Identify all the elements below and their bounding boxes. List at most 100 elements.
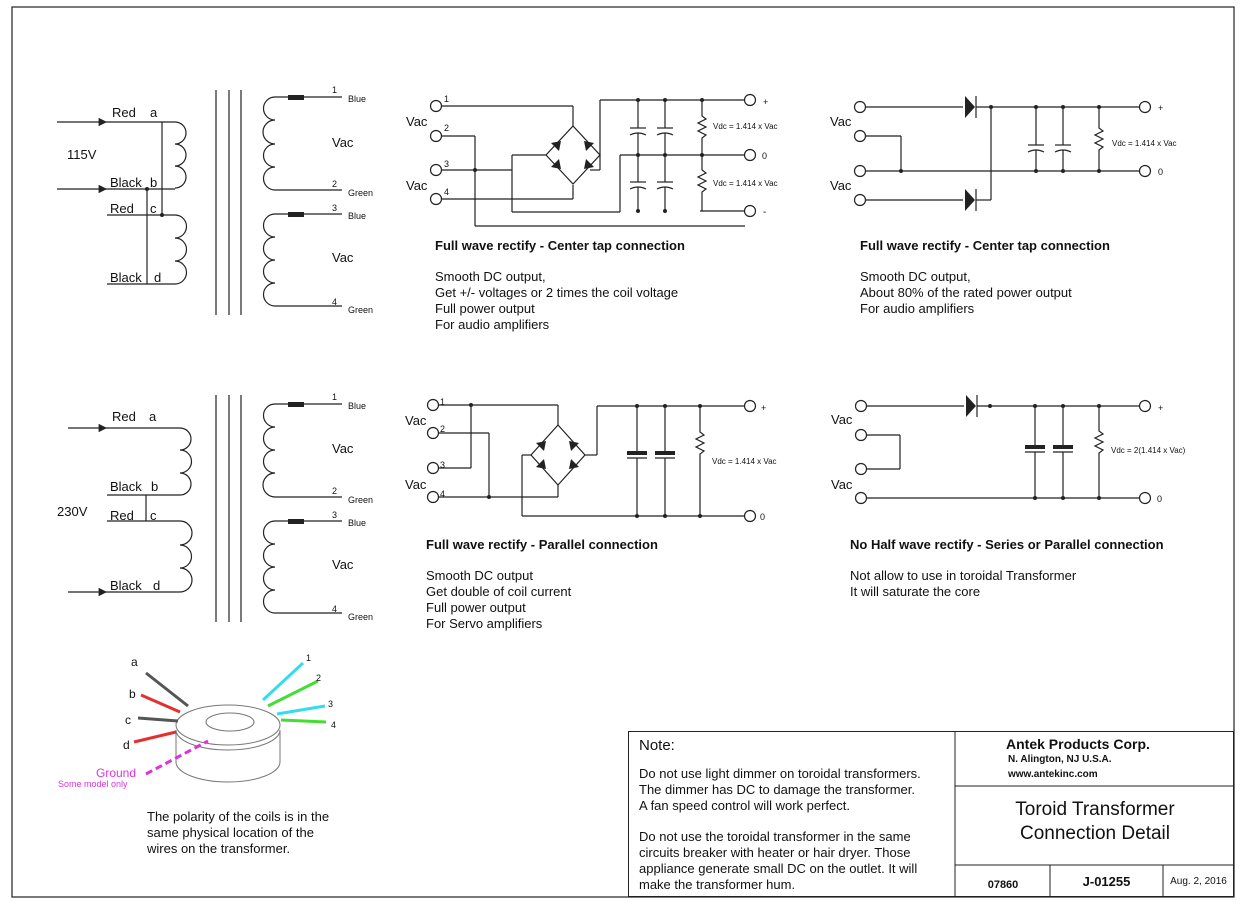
wire-label-1: 1 [306, 653, 311, 663]
company-name: Antek Products Corp. [1006, 736, 1150, 752]
voltage-label: 230V [57, 504, 88, 519]
sec-num-4: 4 [332, 604, 337, 614]
sec-num-2: 2 [332, 486, 337, 496]
caption-line: The polarity of the coils is in the [147, 809, 330, 824]
circuit1-line: Get +/- voltages or 2 times the coil vol… [435, 285, 679, 300]
term-3: 3 [444, 159, 449, 169]
vac-label: Vac [830, 114, 852, 129]
transformer-115v: 115V Red a Black b Red c Black d 1 Blue … [57, 85, 373, 315]
pri-letter-b: b [150, 175, 157, 190]
drawing-title-line2: Connection Detail [1020, 823, 1170, 844]
out-plus: + [763, 97, 768, 107]
circuit1-line: Smooth DC output, [435, 269, 546, 284]
pri-color-d: Black [110, 578, 142, 593]
sec-vac-2: Vac [332, 250, 354, 265]
note-line: circuits breaker with heater or hair dry… [639, 845, 911, 860]
pri-letter-b: b [151, 479, 158, 494]
pri-color-b: Black [110, 479, 142, 494]
sec-vac-2: Vac [332, 557, 354, 572]
sec-color-1: Blue [348, 401, 366, 411]
circuit3-line: Full power output [426, 600, 526, 615]
sec-color-3: Blue [348, 518, 366, 528]
vac-label: Vac [831, 477, 853, 492]
vdc-formula: Vdc = 1.414 x Vac [1112, 139, 1177, 148]
sec-color-3: Blue [348, 211, 366, 221]
circuit-center-tap-bridge: Vac Vac 1 2 3 4 + 0 - Vdc = 1.414 x Vac … [406, 93, 778, 227]
wire-label-3: 3 [328, 699, 333, 709]
note-section: Note: Do not use light dimmer on toroida… [639, 737, 949, 893]
sec-num-3: 3 [332, 510, 337, 520]
circuit4-line: Not allow to use in toroidal Transformer [850, 568, 1077, 583]
wire-c [137, 716, 179, 723]
caption-line: same physical location of the [147, 825, 314, 840]
sec-num-1: 1 [332, 392, 337, 402]
pri-letter-a: a [150, 105, 158, 120]
sec-color-2: Green [348, 188, 373, 198]
circuit2-line: For audio amplifiers [860, 301, 975, 316]
out-minus: - [763, 207, 766, 218]
pri-letter-d: d [154, 270, 161, 285]
toroid-illustration: a b c d 1 2 3 4 Ground Some model only [58, 653, 336, 789]
sec-vac-1: Vac [332, 135, 354, 150]
circuit4-line: It will saturate the core [850, 584, 981, 599]
wire-1 [261, 661, 305, 702]
wire-a [145, 671, 189, 708]
sec-num-1: 1 [332, 85, 337, 95]
wire-label-a: a [131, 655, 138, 669]
pri-color-a: Red [112, 105, 136, 120]
sec-color-4: Green [348, 305, 373, 315]
circuit3-line: For Servo amplifiers [426, 616, 543, 631]
company-address: N. Alington, NJ U.S.A. [1008, 754, 1112, 765]
wire-label-b: b [129, 687, 136, 701]
transformer-230v: 230V Red a Black b Red c Black d 1 Blue … [57, 392, 373, 622]
sec-num-3: 3 [332, 203, 337, 213]
wire-4 [280, 718, 327, 724]
circuit3-title: Full wave rectify - Parallel connection [426, 537, 658, 552]
vac-label: Vac [830, 178, 852, 193]
pri-color-a: Red [112, 409, 136, 424]
term-2: 2 [444, 123, 449, 133]
wire-ground [145, 739, 209, 776]
circuit1-line: For audio amplifiers [435, 317, 550, 332]
term-2: 2 [440, 424, 445, 434]
circuit1-title: Full wave rectify - Center tap connectio… [435, 238, 685, 253]
circuit4-description: No Half wave rectify - Series or Paralle… [850, 537, 1220, 600]
vdc-formula: Vdc = 1.414 x Vac [713, 179, 778, 188]
out-plus: + [761, 403, 766, 413]
pri-color-b: Black [110, 175, 142, 190]
vdc-formula: Vdc = 2(1.414 x Vac) [1111, 446, 1186, 455]
toroid-caption: The polarity of the coils is in the same… [147, 809, 407, 857]
circuit-parallel-bridge: Vac Vac 1 2 3 4 + 0 Vdc = 1.414 x Vac [405, 397, 777, 523]
pri-color-d: Black [110, 270, 142, 285]
vac-label: Vac [406, 114, 428, 129]
sec-color-4: Green [348, 612, 373, 622]
circuit3-description: Full wave rectify - Parallel connection … [426, 537, 806, 632]
pri-letter-c: c [150, 508, 157, 523]
term-1: 1 [440, 397, 445, 407]
sec-num-2: 2 [332, 179, 337, 189]
circuit1-description: Full wave rectify - Center tap connectio… [435, 238, 815, 333]
sec-color-2: Green [348, 495, 373, 505]
voltage-label: 115V [67, 147, 97, 162]
ground-note: Some model only [58, 779, 128, 789]
circuit-center-tap-diodes: Vac Vac + 0 Vdc = 1.414 x Vac [830, 96, 1177, 211]
vdc-formula: Vdc = 1.414 x Vac [712, 457, 777, 466]
out-plus: + [1158, 103, 1163, 113]
drawing-number: J-01255 [1082, 874, 1131, 889]
note-line: Do not use the toroidal transformer in t… [639, 829, 911, 844]
out-zero: 0 [1157, 494, 1162, 504]
out-plus: + [1158, 403, 1163, 413]
sec-num-4: 4 [332, 297, 337, 307]
wire-2 [267, 679, 319, 708]
wire-label-c: c [125, 713, 131, 727]
sec-color-1: Blue [348, 94, 366, 104]
out-zero: 0 [1158, 167, 1163, 177]
ground-label: Ground [96, 766, 136, 780]
caption-line: wires on the transformer. [147, 841, 291, 856]
wire-b [140, 693, 181, 714]
vac-label: Vac [406, 178, 428, 193]
vac-label: Vac [405, 477, 427, 492]
circuit2-line: About 80% of the rated power output [860, 285, 1072, 300]
note-line: appliance generate small DC on the outle… [639, 861, 918, 876]
